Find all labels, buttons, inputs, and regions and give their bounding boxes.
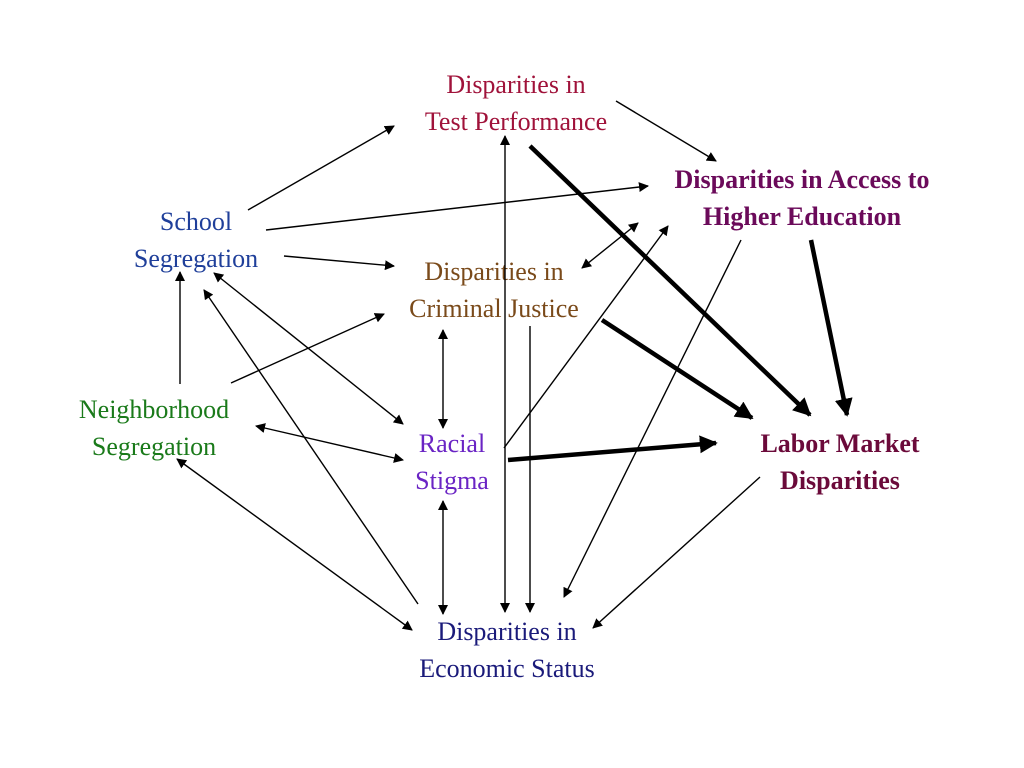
node-access-higher-education: Disparities in Access to Higher Educatio… <box>642 161 962 235</box>
node-label-line: Stigma <box>415 466 489 495</box>
node-label-line: Economic Status <box>419 654 595 683</box>
node-label-line: Disparities in <box>437 617 577 646</box>
node-label-line: Disparities in Access to <box>674 165 930 194</box>
node-label-line: Criminal Justice <box>409 294 579 323</box>
node-label-line: Segregation <box>133 244 259 273</box>
node-label-line: Segregation <box>91 432 217 461</box>
node-neighborhood-segregation: Neighborhood Segregation <box>56 391 252 465</box>
node-label-line: School <box>159 207 233 236</box>
edge-neighborhood-segregation-to-economic-status <box>176 458 413 631</box>
node-label-line: Disparities <box>780 466 900 495</box>
edge-school-segregation-to-criminal-justice <box>283 255 395 271</box>
node-test-performance: Disparities in Test Performance <box>400 66 632 140</box>
node-label-line: Test Performance <box>424 107 608 136</box>
edge-test-performance-to-access-higher-education <box>615 100 717 162</box>
edge-criminal-justice-to-labor-market <box>600 318 754 420</box>
node-label-line: Higher Education <box>702 202 902 231</box>
node-criminal-justice: Disparities in Criminal Justice <box>386 253 602 327</box>
edge-access-higher-education-to-criminal-justice <box>581 222 639 269</box>
edge-labor-market-to-economic-status <box>592 476 761 629</box>
node-label-line: Racial <box>418 429 486 458</box>
node-labor-market: Labor Market Disparities <box>736 425 944 499</box>
node-label-line: Labor Market <box>760 429 920 458</box>
node-label-line: Neighborhood <box>78 395 230 424</box>
edge-school-segregation-to-racial-stigma <box>213 272 404 425</box>
node-economic-status: Disparities in Economic Status <box>394 613 620 687</box>
edge-test-performance-to-labor-market <box>528 144 812 417</box>
edge-racial-stigma-to-access-higher-education <box>503 225 669 449</box>
node-racial-stigma: Racial Stigma <box>396 425 508 499</box>
node-label-line: Disparities in <box>424 257 564 286</box>
edge-economic-status-to-school-segregation <box>203 289 419 605</box>
node-school-segregation: School Segregation <box>116 203 276 277</box>
edge-school-segregation-to-test-performance <box>247 125 395 211</box>
edge-school-segregation-to-access-higher-education <box>265 182 649 231</box>
edge-racial-stigma-to-labor-market <box>507 435 718 463</box>
edge-access-higher-education-to-economic-status <box>563 239 742 598</box>
edge-neighborhood-segregation-to-racial-stigma <box>255 423 404 463</box>
edge-access-higher-education-to-labor-market <box>808 239 853 417</box>
node-label-line: Disparities in <box>446 70 586 99</box>
